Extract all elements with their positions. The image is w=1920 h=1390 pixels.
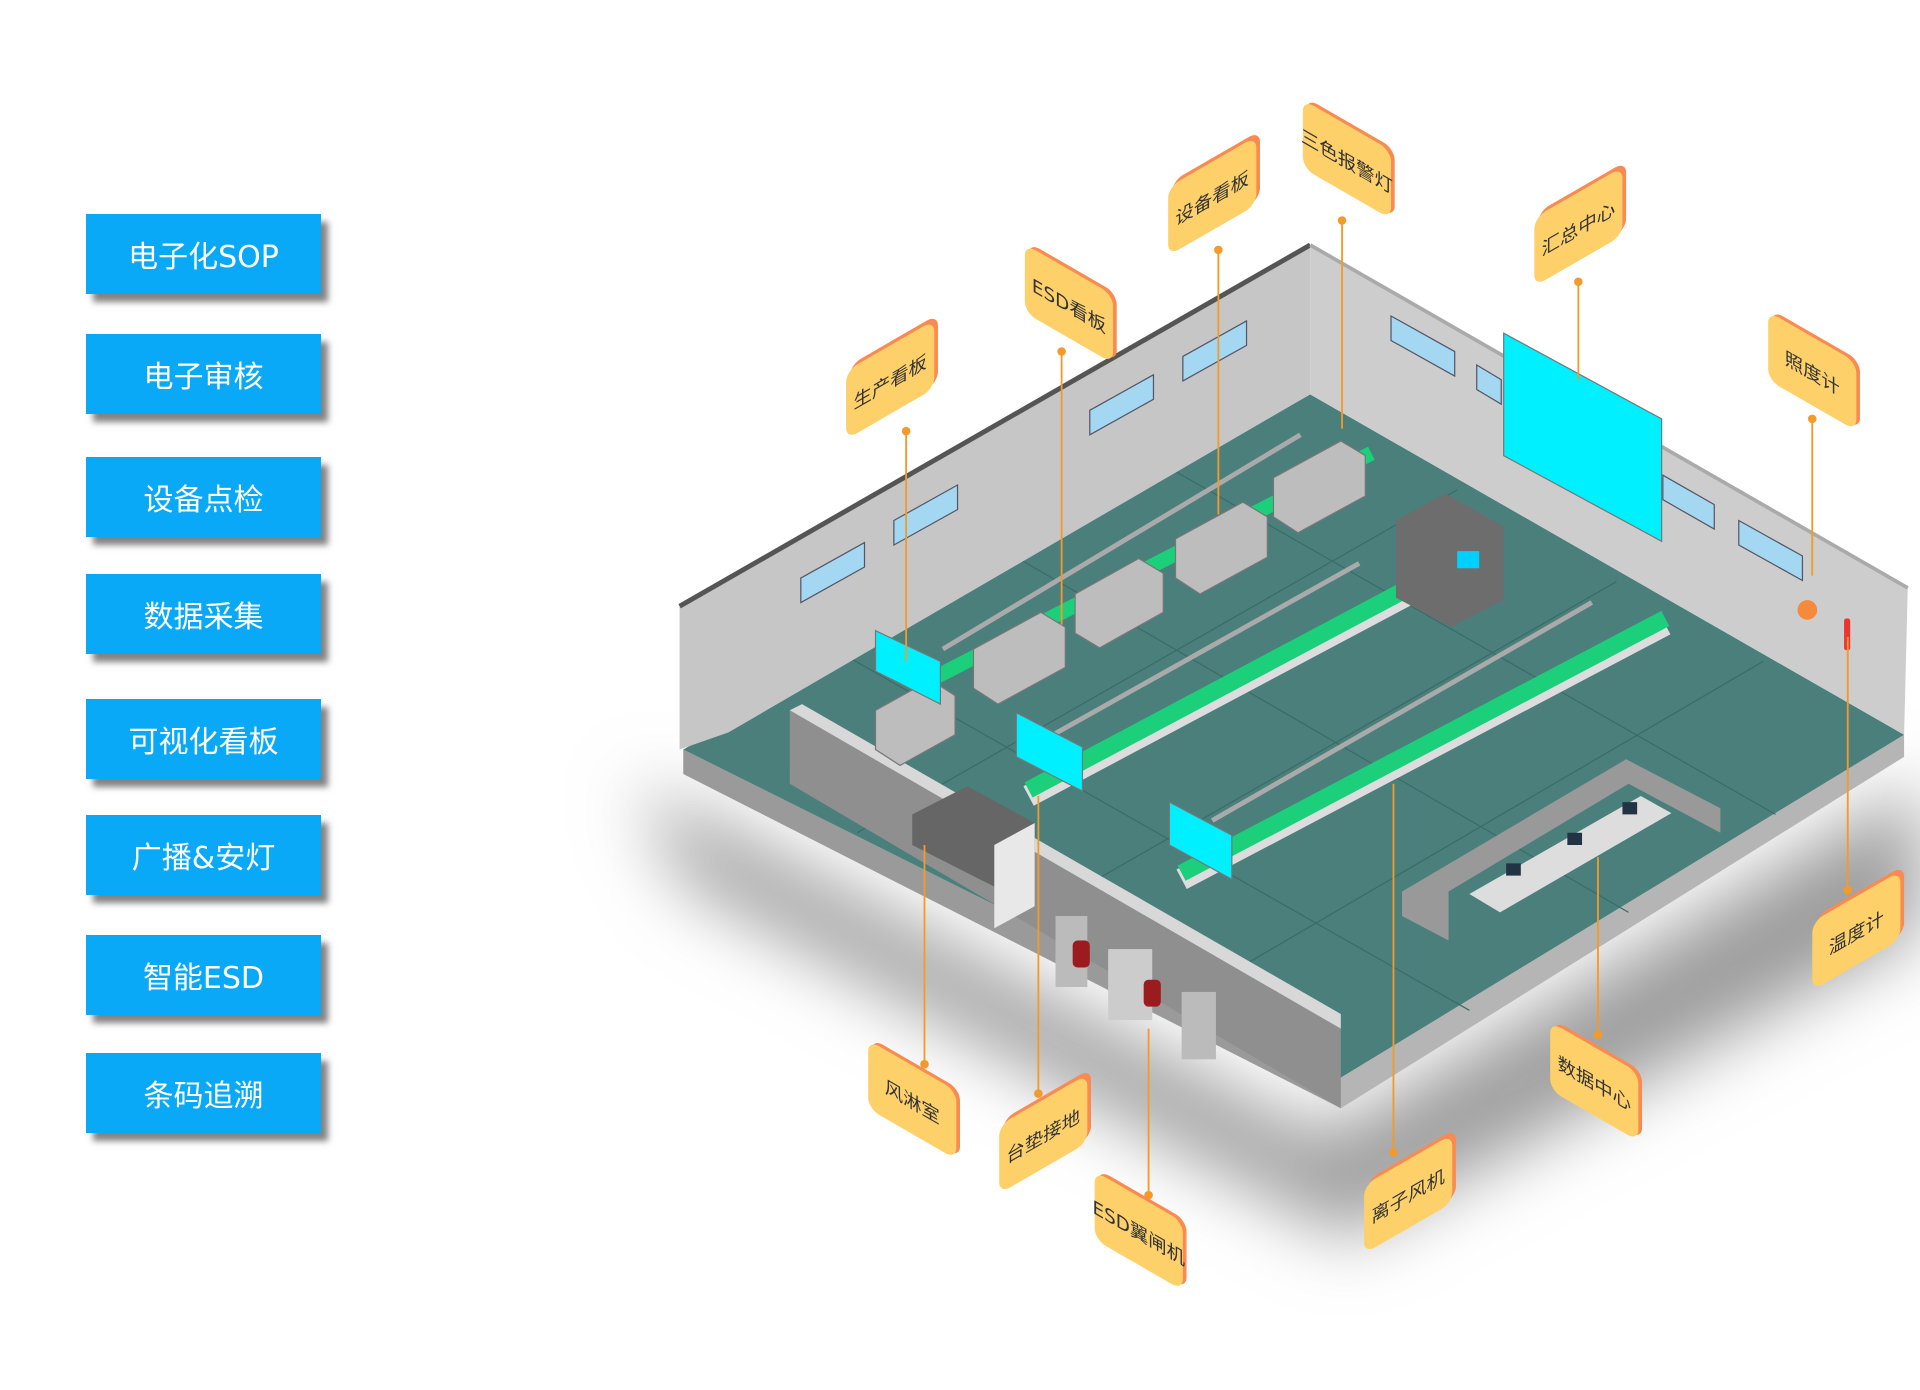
tag-card xyxy=(868,1044,957,1155)
anchor-dot xyxy=(1843,886,1853,895)
tag-card xyxy=(999,1078,1088,1190)
tag-equipment-board: 设备看板 xyxy=(1168,135,1260,515)
slab-left-face xyxy=(683,749,1341,1109)
menu-button-electronic-audit[interactable]: 电子审核 xyxy=(86,334,321,414)
anchor-dot xyxy=(1389,1148,1398,1157)
tag-card xyxy=(1812,875,1901,986)
tag-card xyxy=(846,324,935,435)
data-center xyxy=(1402,759,1721,941)
enclosure-screen xyxy=(1457,551,1480,569)
tag-card xyxy=(1024,248,1114,359)
tag-thermometer: 温度计 xyxy=(1812,636,1905,986)
tag-summary-center: 汇总中心 xyxy=(1534,165,1627,380)
tag-card xyxy=(1550,1026,1639,1137)
menu-button-data-collection[interactable]: 数据采集 xyxy=(86,574,321,654)
menu-button-broadcast-andon[interactable]: 广播&安灯 xyxy=(86,815,321,895)
anchor-dot xyxy=(920,1059,929,1069)
summary-big-screen xyxy=(1503,332,1663,543)
tag-ion-fan: 离子风机 xyxy=(1364,783,1456,1250)
windows xyxy=(800,314,1804,604)
menu-button-electronic-sop[interactable]: 电子化SOP xyxy=(86,214,321,294)
menu-button-smart-esd[interactable]: 智能ESD xyxy=(86,935,321,1015)
menu-button-equipment-check[interactable]: 设备点检 xyxy=(86,457,321,537)
tag-card xyxy=(1768,316,1857,427)
anchor-dot xyxy=(1034,1089,1043,1098)
wall-top-edge xyxy=(678,242,1312,609)
anchor-dot xyxy=(1807,414,1817,424)
tag-card xyxy=(1302,104,1392,215)
back-left-wall xyxy=(679,245,1311,750)
air-shower-door xyxy=(994,822,1035,929)
screens xyxy=(874,332,1663,881)
tag-air-shower: 风淋室 xyxy=(868,845,960,1155)
slab-right-face xyxy=(1340,734,1905,1109)
anchor-dot xyxy=(1057,347,1066,356)
inspection-enclosure xyxy=(1395,493,1504,628)
factory-floor xyxy=(683,394,1905,1078)
tag-card xyxy=(1364,1138,1453,1250)
front-wall-top xyxy=(789,704,1341,1029)
esd-gates xyxy=(1055,916,1216,1060)
tag-card xyxy=(1534,171,1623,282)
tag-illuminance-meter: 照度计 xyxy=(1768,314,1860,576)
anchor-dot xyxy=(1214,245,1223,255)
anchor-dot xyxy=(1574,277,1583,287)
smt-machines xyxy=(874,440,1366,767)
tag-card xyxy=(1094,1175,1183,1286)
anchor-dot xyxy=(1593,1030,1603,1040)
tag-card xyxy=(1168,140,1257,252)
menu-button-barcode-trace[interactable]: 条码追溯 xyxy=(86,1053,321,1133)
menu-button-visual-board[interactable]: 可视化看板 xyxy=(86,699,321,779)
floor-grid xyxy=(844,470,1776,1011)
ground-shadow xyxy=(636,783,1920,1237)
anchor-dot xyxy=(1337,216,1347,225)
anchor-dot xyxy=(901,426,911,436)
